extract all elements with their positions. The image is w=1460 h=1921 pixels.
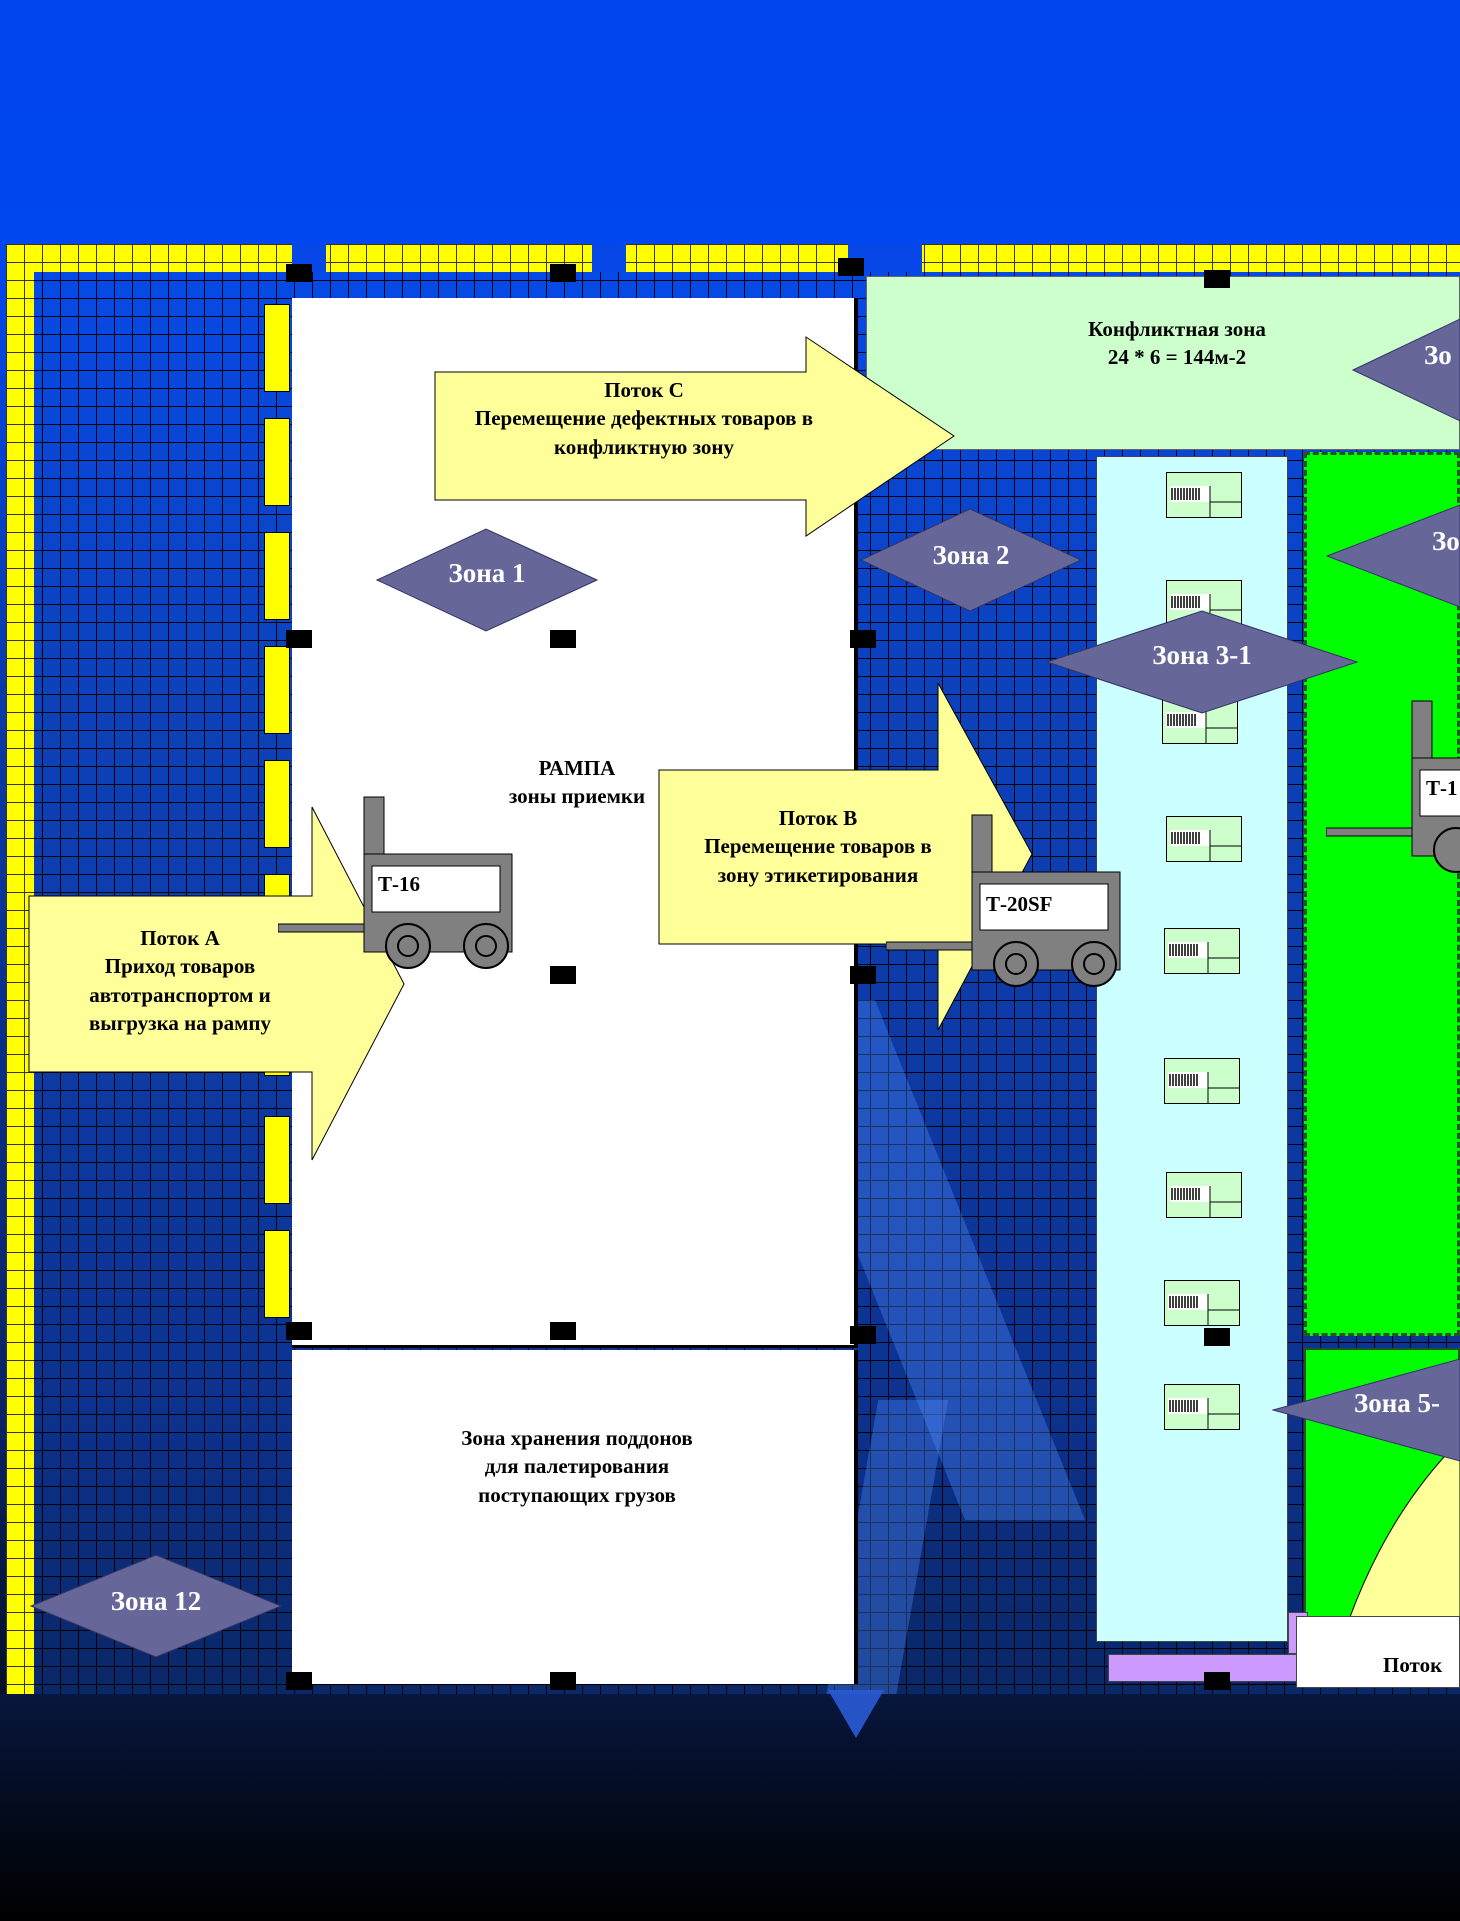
- flow-c-label: Поток С Перемещение дефектных товаров в …: [474, 378, 814, 459]
- pillar-icon: [286, 630, 312, 648]
- pallet-storage-label: Зона хранения поддонов для палетирования…: [461, 1426, 693, 1507]
- pillar-icon: [850, 966, 876, 984]
- zone-top-right-label: Зо: [1424, 340, 1452, 370]
- pillar-icon: [550, 1672, 576, 1690]
- door-strip: [264, 646, 290, 734]
- top-wall-gap: [592, 244, 626, 272]
- pallet-storage-zone: Зона хранения поддонов для палетирования…: [292, 1350, 858, 1684]
- pillar-icon: [550, 630, 576, 648]
- door-strip: [264, 304, 290, 392]
- barcode-label-icon: [1166, 472, 1242, 518]
- green-zone-upper: [1304, 452, 1460, 1336]
- pillar-icon: [850, 630, 876, 648]
- pillar-icon: [1204, 1672, 1230, 1690]
- barcode-label-icon: [1166, 1172, 1242, 1218]
- flow-b-label: Поток В Перемещение товаров в зону этике…: [704, 806, 932, 887]
- ramp-label: РАМПА зоны приемки: [508, 756, 646, 809]
- arrow-down-icon: [828, 1690, 884, 1738]
- zone-marker: [1352, 318, 1460, 422]
- zone2-label: Зона 2: [932, 540, 1010, 570]
- pillar-icon: [550, 966, 576, 984]
- bottom-shadow-band: [0, 1694, 1460, 1921]
- pillar-icon: [1204, 270, 1230, 288]
- pillar-icon: [286, 1322, 312, 1340]
- forklift-right-label: Т-1: [1426, 776, 1458, 800]
- bottom-flow-box: Поток: [1296, 1616, 1460, 1688]
- bottom-flow-label: Поток: [1383, 1653, 1443, 1677]
- pillar-icon: [550, 1322, 576, 1340]
- zone5-label: Зона 5-: [1354, 1388, 1441, 1418]
- conflict-zone-label: Конфликтная зона 24 * 6 = 144м-2: [1088, 317, 1266, 370]
- zone-marker: [1326, 504, 1460, 608]
- zone-marker: [1046, 610, 1358, 714]
- forklift-icon: [278, 796, 513, 969]
- zone-marker: [376, 528, 598, 632]
- forklift-icon: [1326, 700, 1460, 873]
- forklift-middle-label: Т-20SF: [986, 892, 1053, 916]
- forklift-icon: [886, 814, 1121, 987]
- conflict-zone: Конфликтная зона 24 * 6 = 144м-2: [866, 276, 1460, 450]
- door-strip: [264, 532, 290, 620]
- pillar-icon: [550, 264, 576, 282]
- barcode-label-icon: [1164, 1384, 1240, 1430]
- top-wall-cells: [6, 244, 1460, 272]
- flow-a-arrow: [28, 806, 405, 1161]
- zone1-label: Зона 1: [448, 558, 526, 588]
- barcode-label-icon: [1166, 816, 1242, 862]
- barcode-label-icon: [1164, 1280, 1240, 1326]
- pillar-icon: [286, 1672, 312, 1690]
- door-strip: [264, 418, 290, 506]
- zone-mid-right-label: Зо: [1432, 526, 1460, 556]
- door-strip: [264, 1116, 290, 1204]
- zone3-1-label: Зона 3-1: [1152, 640, 1252, 670]
- barcode-label-icon: [1164, 1058, 1240, 1104]
- forklift-left-label: Т-16: [378, 872, 420, 896]
- door-strip: [264, 760, 290, 848]
- zone-marker: [30, 1554, 282, 1658]
- pillar-icon: [850, 1326, 876, 1344]
- pillar-icon: [1204, 1328, 1230, 1346]
- pillar-icon: [286, 264, 312, 282]
- zone-marker: [1272, 1358, 1460, 1462]
- zone-marker: [860, 508, 1082, 612]
- flow-a-label: Поток А Приход товаров автотранспортом и…: [88, 926, 272, 1036]
- pillar-icon: [838, 258, 864, 276]
- door-strip: [264, 1230, 290, 1318]
- barcode-label-icon: [1164, 928, 1240, 974]
- zone12-label: Зона 12: [110, 1586, 202, 1616]
- flow-c-arrow: [434, 336, 955, 537]
